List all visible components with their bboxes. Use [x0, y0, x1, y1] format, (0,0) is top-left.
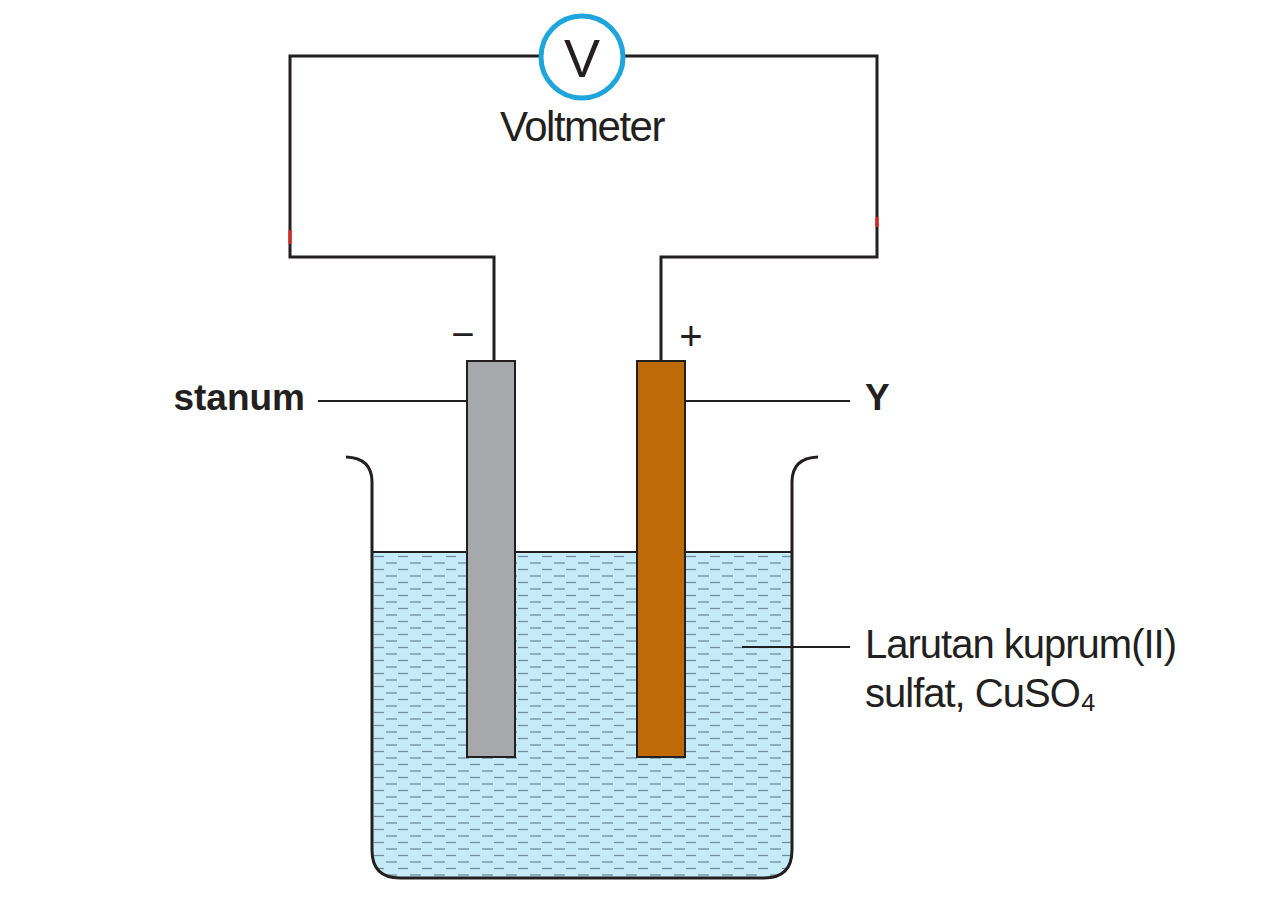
wire [290, 56, 877, 362]
electrode-label: stanum [173, 378, 305, 419]
wire-mark [289, 230, 292, 244]
solution-label: Larutan kuprum(II) sulfat, CuSO₄ [865, 620, 1265, 718]
wire-mark [876, 217, 879, 227]
solution [373, 552, 791, 877]
voltmeter-symbol [541, 16, 623, 98]
electrode-y [637, 361, 685, 757]
voltmeter: VVoltmeter [541, 16, 623, 98]
leader-line [318, 401, 850, 647]
voltmeter-letter: V [564, 31, 600, 85]
tin-electrode [467, 361, 515, 757]
solution-surface [373, 551, 791, 553]
beaker [346, 457, 818, 878]
terminal-sign: + [679, 314, 702, 358]
solution-hatching [373, 552, 791, 877]
electrode-label: Y [865, 378, 890, 419]
voltmeter-caption: Voltmeter [500, 104, 664, 150]
terminal-sign: − [451, 312, 474, 356]
